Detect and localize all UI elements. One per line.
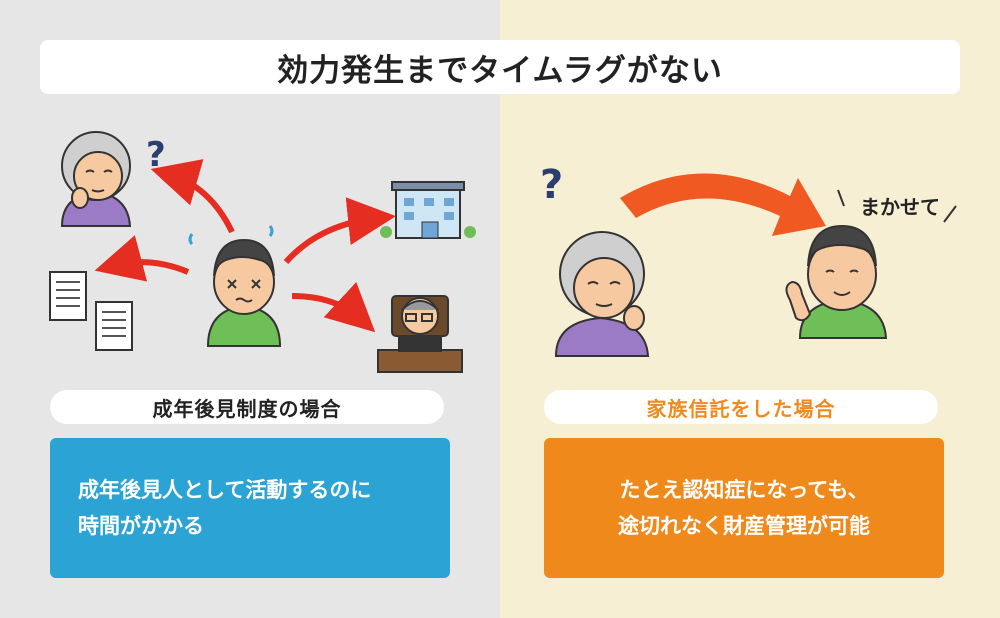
left-description-box: 成年後見人として活動するのに 時間がかかる: [50, 438, 450, 578]
smiling-man-icon: [785, 224, 888, 339]
elderly-woman-right-icon: [554, 231, 650, 357]
arrow-to-judge: [291, 282, 376, 333]
page-title: 効力発生までタイムラグがない: [40, 40, 960, 94]
judge-icon: [377, 295, 463, 373]
arrow-to-documents: [94, 235, 190, 282]
documents-icon: [49, 271, 133, 351]
right-description-box: たとえ認知症になっても、 途切れなく財産管理が可能: [544, 438, 944, 578]
left-description-line: 成年後見人として活動するのに: [78, 478, 372, 502]
transfer-arrow: [620, 173, 826, 236]
stressed-man-icon: [206, 238, 282, 347]
right-description-line: 途切れなく財産管理が可能: [618, 514, 870, 538]
left-description-line: 時間がかかる: [78, 514, 204, 538]
arrow-to-building: [283, 197, 396, 265]
speech-text: まかせて: [860, 195, 940, 219]
arrow-to-woman: [150, 159, 235, 234]
question-mark-right: ?: [540, 162, 563, 208]
left-case-label: 成年後見制度の場合: [50, 390, 444, 424]
elderly-woman-icon: [60, 131, 132, 227]
right-case-label: 家族信託をした場合: [544, 390, 938, 424]
right-description-line: たとえ認知症になっても、: [619, 478, 869, 502]
building-icon: [380, 181, 476, 239]
question-mark-left: ?: [146, 135, 166, 175]
